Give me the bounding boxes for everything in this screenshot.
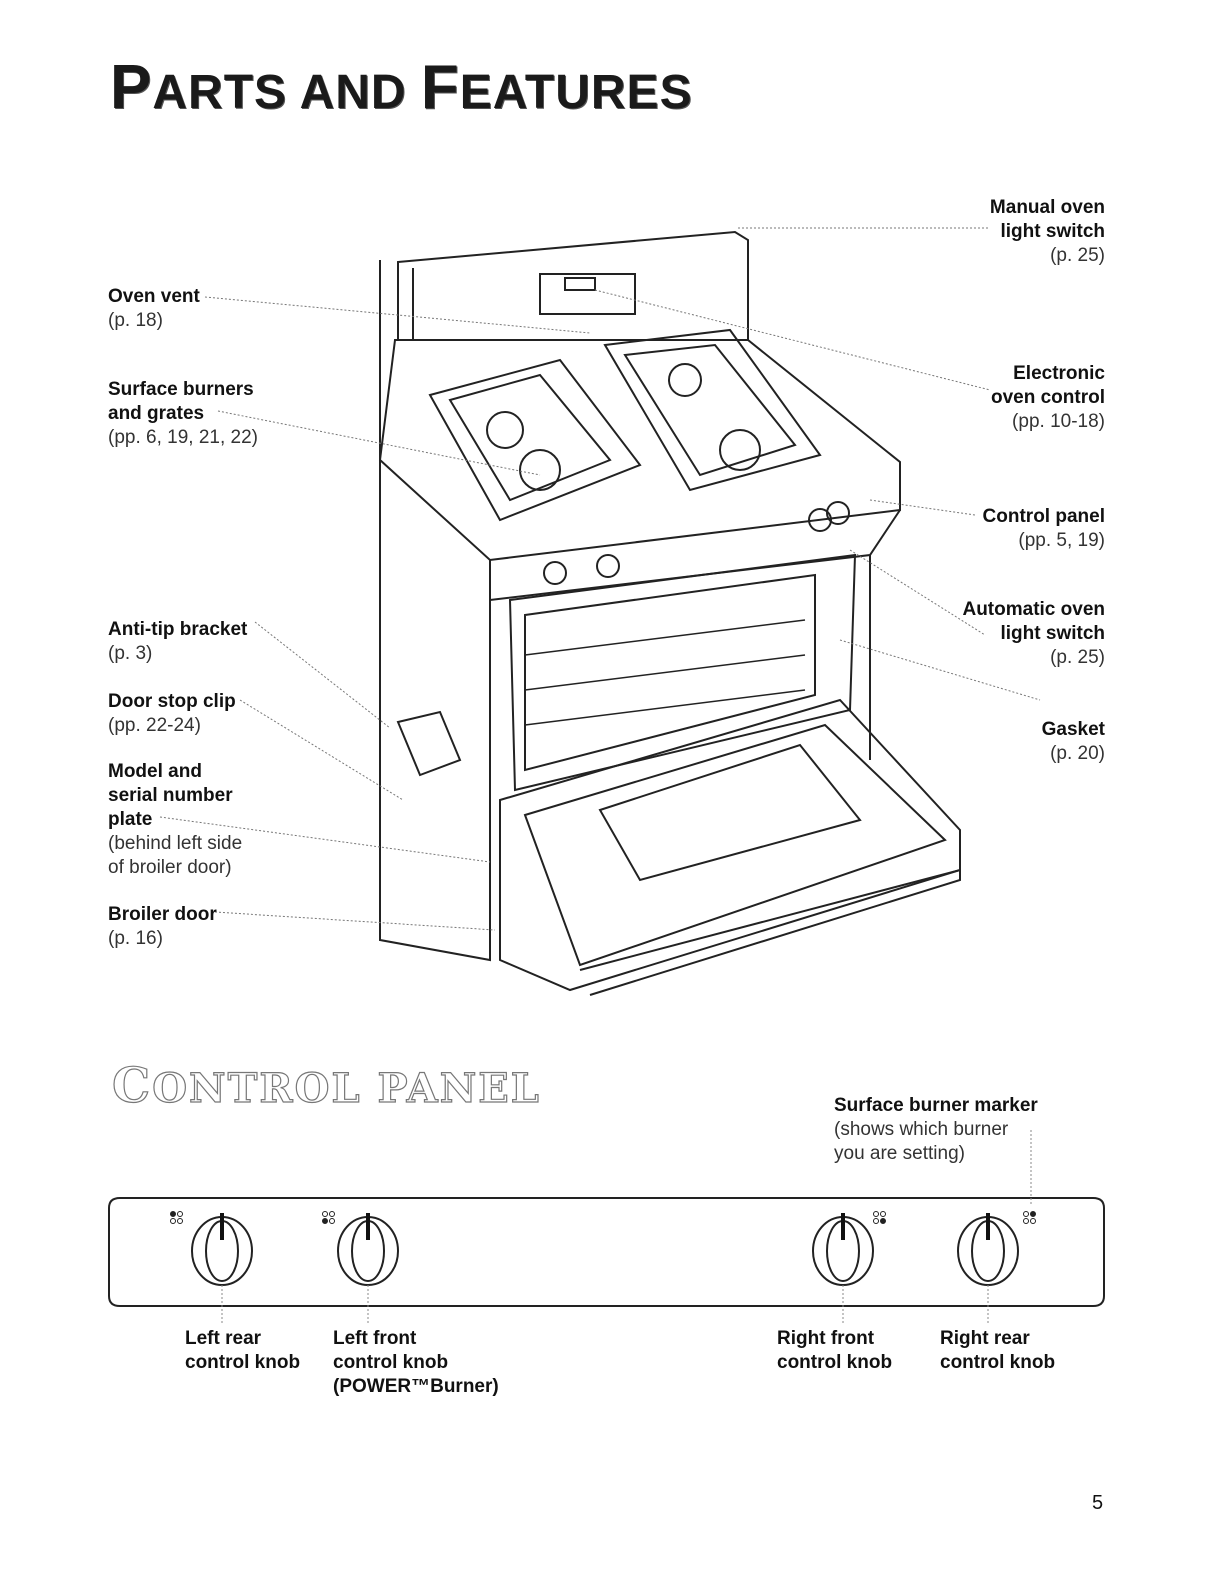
anti-tip-bracket [396,710,462,777]
section-part: ONTROL PANEL [152,1064,541,1112]
callout-description: you are setting) [834,1143,965,1164]
callout-page-ref: of broiler door) [108,857,232,878]
leader-door-stop [239,699,404,801]
display-window [564,277,596,291]
callout-page-ref: (p. 18) [108,310,163,331]
callout-page-ref: (pp. 6, 19, 21, 22) [108,427,258,448]
left-grate [428,358,642,522]
electronic-control-panel [539,273,636,315]
knob-label-line: control knob [940,1352,1056,1373]
callout-name: Broiler door [108,904,217,925]
leader-control-panel [869,499,976,516]
callout-page-ref: (p. 25) [1050,245,1105,266]
callout-name: Anti-tip bracket [108,619,248,640]
callout-page-ref: (p. 25) [1050,647,1105,668]
door-window [598,743,862,882]
callout-name: Control panel [982,506,1105,527]
page-title: PARTS AND FEATURES [110,52,693,123]
cooktop [378,339,901,562]
callout-surface-burners: Surface burners and grates (pp. 6, 19, 2… [108,378,258,450]
callout-name: Surface burner marker [834,1095,1038,1116]
callout-broiler-door: Broiler door (p. 16) [108,903,217,951]
knob-label-left-front: Left front control knob (POWER™Burner) [333,1327,499,1399]
callout-name: oven control [990,387,1105,408]
callout-name: Door stop clip [108,691,236,712]
callout-name: Surface burners [108,379,254,400]
leader-gasket [839,639,1041,701]
leader-model-plate [159,816,491,863]
control-panel-strip [108,1197,1105,1307]
knob-label-line: control knob [185,1352,301,1373]
callout-name: serial number [108,785,233,806]
leader-anti-tip [254,621,391,729]
knob-label-line: Left front [333,1328,417,1349]
right-grate [603,328,822,492]
callout-manual-oven-light-switch: Manual oven light switch (p. 25) [905,196,1105,268]
knob-label-line: Left rear [185,1328,262,1349]
callout-name: Electronic [1013,363,1105,384]
section-initial: C [111,1057,153,1114]
callout-automatic-oven-light-switch: Automatic oven light switch (p. 25) [905,598,1105,670]
backguard [397,230,749,341]
page-number: 5 [1092,1492,1104,1514]
knob-label-line: Right front [777,1328,875,1349]
callout-name: Oven vent [108,286,200,307]
leader-automatic-light [849,549,986,636]
callout-page-ref: (p. 3) [108,643,153,664]
burner-marker-icons [170,1211,1036,1224]
knob-label-line: control knob [777,1352,893,1373]
leader-lines [159,227,1041,931]
callout-page-ref: (pp. 10-18) [1012,411,1105,432]
knob-label-line: Right rear [940,1328,1030,1349]
section-heading-control-panel: CONTROL PANEL [111,1057,541,1114]
knob-label-left-rear: Left rear control knob [185,1327,300,1375]
callout-page-ref: (p. 16) [108,928,163,949]
leader-broiler-door [214,911,496,931]
title-part: ARTS AND [152,66,421,119]
callout-oven-vent: Oven vent (p. 18) [108,285,200,333]
callout-gasket: Gasket (p. 20) [905,718,1105,766]
callout-description: (shows which burner [834,1119,1009,1140]
title-part-2: EATURES [459,66,693,119]
callout-door-stop-clip: Door stop clip (pp. 22-24) [108,690,236,738]
oven-cavity [508,553,857,792]
oven-racks [524,619,806,726]
title-initial-2: F [420,53,460,122]
callout-surface-burner-marker: Surface burner marker (shows which burne… [834,1094,1038,1166]
callout-electronic-oven-control: Electronic oven control (pp. 10-18) [905,362,1105,434]
title-initial: P [110,53,153,122]
callout-model-serial-plate: Model and serial number plate (behind le… [108,760,242,880]
knob-label-line: (POWER™Burner) [333,1376,499,1397]
callout-name: Automatic oven [962,599,1105,620]
panel-knobs [191,1216,1019,1286]
callout-page-ref: (pp. 22-24) [108,715,201,736]
callout-name: light switch [1000,623,1106,644]
leader-surface-burners [217,410,541,476]
leader-oven-vent [204,296,591,334]
callout-name: and grates [108,403,205,424]
callout-name: Model and [108,761,202,782]
callout-page-ref: (p. 20) [1050,743,1105,764]
knob-label-line: control knob [333,1352,449,1373]
callout-page-ref: (pp. 5, 19) [1018,530,1105,551]
callout-name: Gasket [1041,719,1105,740]
knob-label-right-rear: Right rear control knob [940,1327,1055,1375]
callout-name: Manual oven [989,197,1105,218]
callout-control-panel: Control panel (pp. 5, 19) [905,505,1105,553]
callout-name: plate [108,809,153,830]
callout-page-ref: (behind left side [108,833,243,854]
open-door [499,698,961,992]
knob-label-right-front: Right front control knob [777,1327,892,1375]
callout-name: light switch [1000,221,1106,242]
callout-anti-tip-bracket: Anti-tip bracket (p. 3) [108,618,247,666]
